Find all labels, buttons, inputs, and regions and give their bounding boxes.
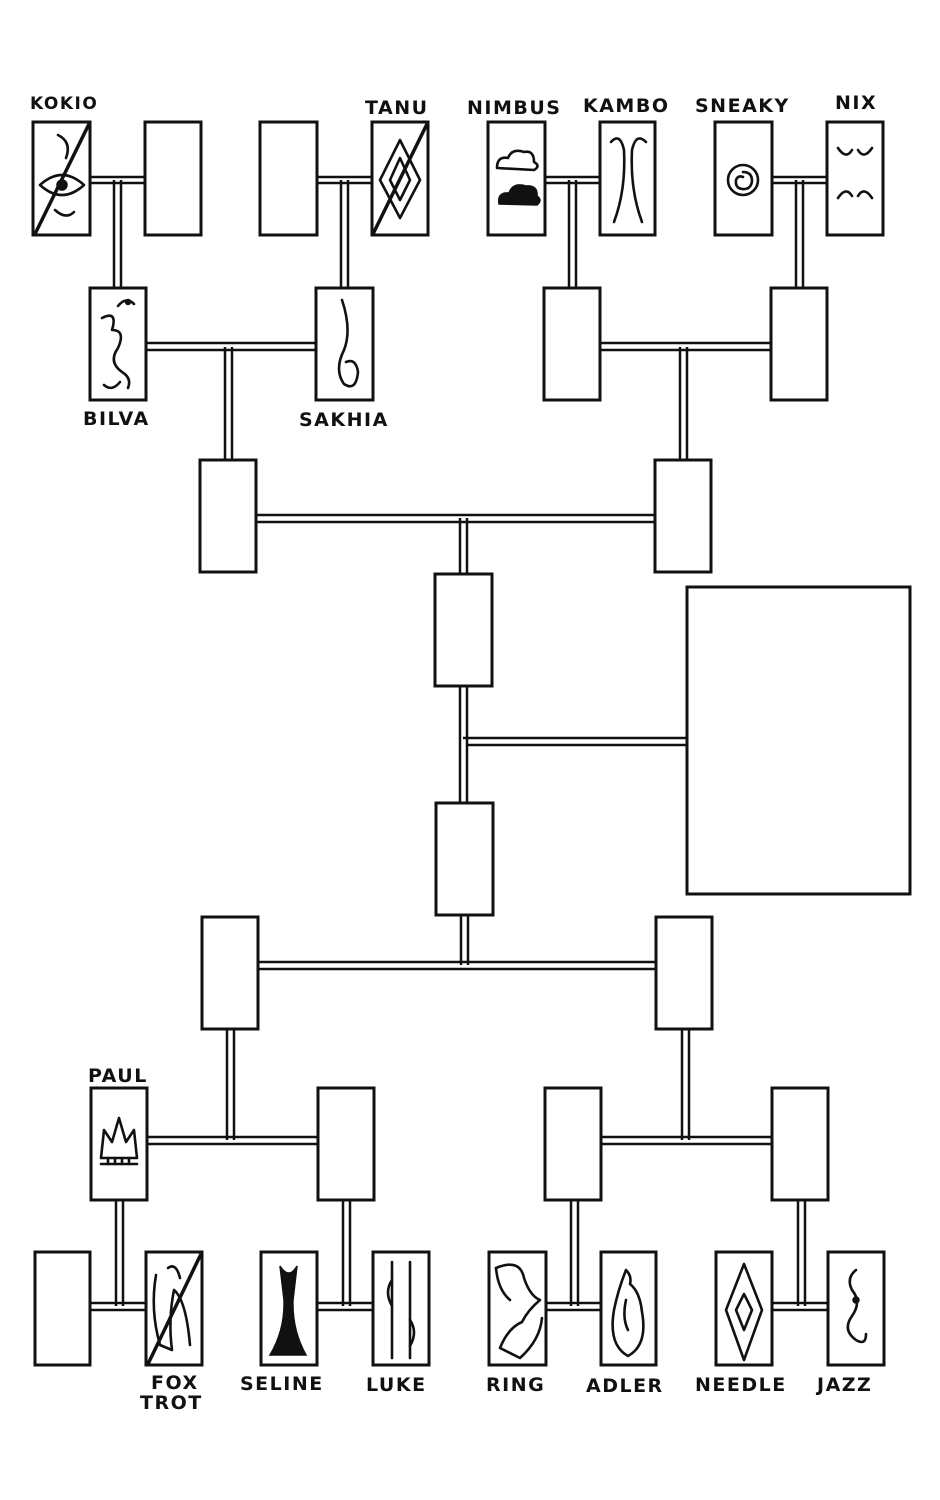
card-empty[interactable] [316,1086,376,1202]
label-kambo: KAMBO [583,95,669,117]
card-empty[interactable] [143,120,203,237]
card-adler[interactable] [599,1250,658,1367]
link-kokio-pair [90,175,145,288]
card-luke[interactable] [371,1250,431,1367]
link-grandparents [256,513,655,574]
card-paul[interactable] [89,1086,149,1202]
connector-lines [90,175,828,1312]
link-paul-foxtrot [90,1200,146,1312]
label-foxtrot-line1: FOX [151,1372,199,1394]
card-empty[interactable] [258,120,319,237]
card-empty[interactable] [543,1086,603,1202]
spiral-icon [726,163,760,197]
deceased-mark [371,123,429,235]
link-center-spine [458,686,687,803]
link-bilva-sakhia [146,341,316,460]
label-bilva: BILVA [83,408,150,430]
crown-icon [99,1116,139,1166]
tree-silhouette-icon [268,1265,308,1356]
card-tanu[interactable] [370,120,430,237]
link-nimbus-kambo [545,175,600,288]
link-row2-right [600,341,771,460]
label-kokio: KOKIO [30,94,98,114]
link-tanu-pair [317,175,372,288]
card-jazz[interactable] [826,1250,886,1367]
hook-sigil-icon [337,298,360,388]
label-luke: LUKE [366,1374,427,1396]
link-lower-left [147,1029,318,1146]
card-ring[interactable] [487,1250,548,1367]
treble-sigil-icon [846,1268,868,1344]
card-empty[interactable] [433,572,494,688]
twin-leaf-icon [386,1260,416,1360]
label-nix: NIX [835,92,877,114]
card-nimbus[interactable] [486,120,547,237]
deceased-mark [146,1253,203,1365]
link-seline-luke [317,1200,373,1312]
link-needle-jazz [772,1200,828,1312]
card-empty[interactable] [198,458,258,574]
link-lower-right [601,1029,772,1146]
card-empty[interactable] [769,286,829,402]
card-empty[interactable] [434,801,495,917]
card-kokio[interactable] [31,120,92,237]
large-card-empty[interactable] [685,585,912,896]
deceased-mark [33,123,91,235]
card-empty[interactable] [542,286,602,402]
label-seline: SELINE [240,1373,324,1395]
card-empty[interactable] [33,1250,92,1367]
card-empty[interactable] [653,458,713,574]
label-sneaky: SNEAKY [695,95,790,117]
label-tanu: TANU [365,97,429,119]
name-labels: KOKIO TANU NIMBUS KAMBO SNEAKY NIX BILVA… [30,92,877,1414]
label-nimbus: NIMBUS [467,97,561,119]
needle-diamond-icon [724,1262,764,1362]
card-foxtrot[interactable] [144,1250,204,1367]
eyes-icon [836,146,874,200]
card-empty[interactable] [200,915,260,1031]
link-lower-center [258,915,656,971]
eye-sigil-icon [38,133,86,217]
label-needle: NEEDLE [695,1374,787,1396]
card-sneaky[interactable] [713,120,774,237]
card-kambo[interactable] [598,120,657,237]
card-seline[interactable] [259,1250,319,1367]
card-needle[interactable] [714,1250,774,1367]
diamond-sigil-icon [378,138,422,220]
card-empty[interactable] [770,1086,830,1202]
label-foxtrot-line2: TROT [140,1392,203,1414]
om-sigil-icon [100,298,136,390]
card-empty[interactable] [654,915,714,1031]
horn-sigil-icon [609,137,648,224]
cloud-icon [495,149,541,206]
link-sneaky-nix [772,175,827,288]
label-ring: RING [486,1374,545,1396]
card-sakhia[interactable] [314,286,375,402]
label-sakhia: SAKHIA [299,409,389,431]
label-adler: ADLER [586,1375,664,1397]
flame-icon [611,1268,645,1358]
link-ring-adler [545,1200,601,1312]
card-nix[interactable] [825,120,885,237]
ribbon-icon [494,1263,544,1360]
label-jazz: JAZZ [815,1374,872,1396]
label-paul: PAUL [88,1065,148,1087]
card-bilva[interactable] [88,286,148,402]
fox-sigil-icon [152,1265,192,1352]
